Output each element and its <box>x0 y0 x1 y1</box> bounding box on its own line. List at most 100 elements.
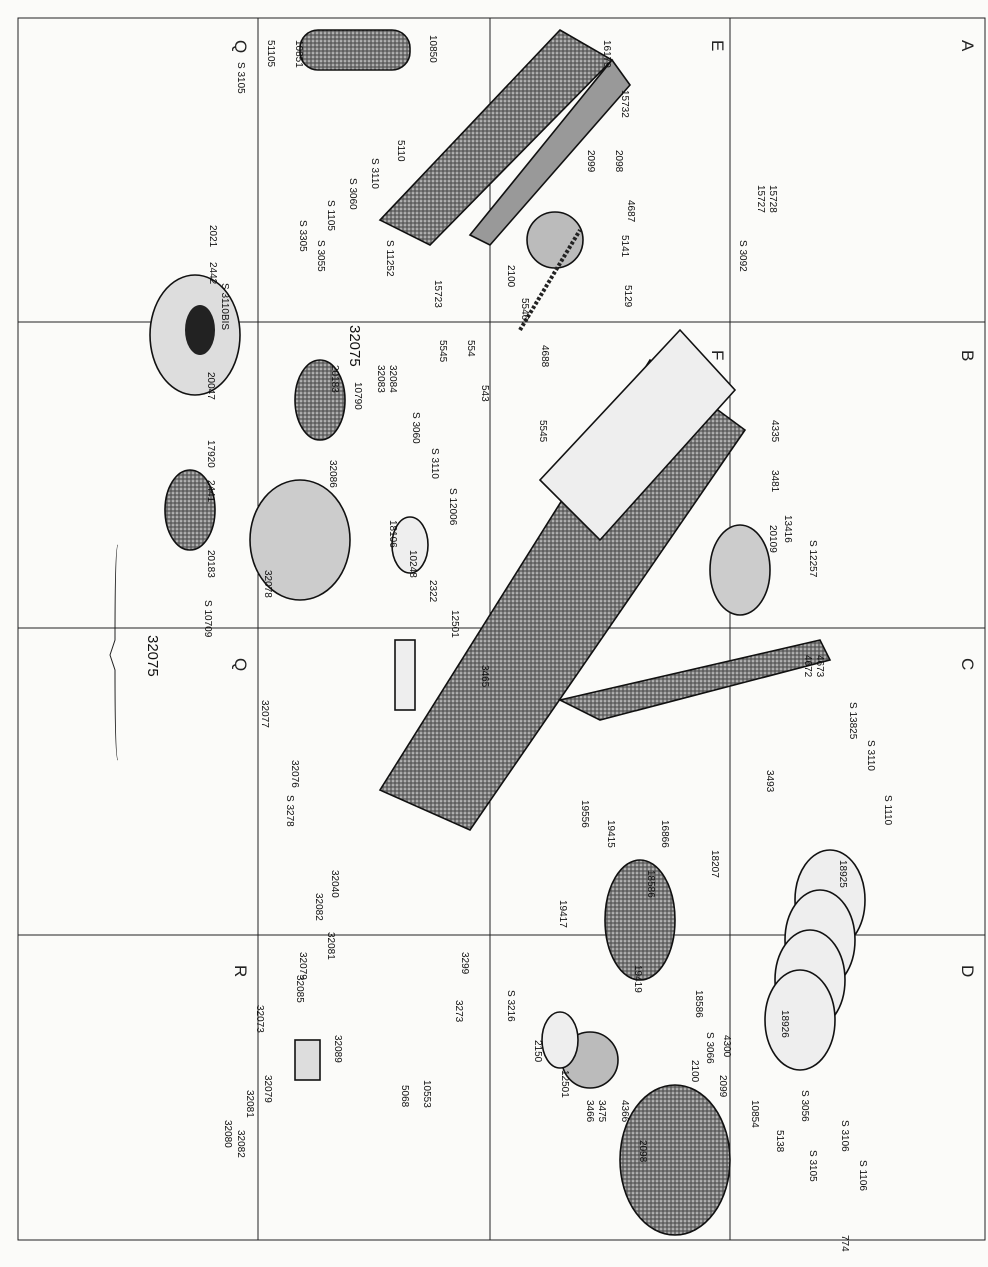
part-number-label: S 3216 <box>505 990 516 1022</box>
part-number-label: 4335 <box>769 420 780 443</box>
part-number-label: S 3066 <box>704 1032 715 1064</box>
part-number-label: 2099 <box>717 1075 728 1098</box>
bearing <box>541 1011 579 1069</box>
grid-letter: E <box>708 40 727 51</box>
part-number-label: 5129 <box>622 285 633 308</box>
part-number-label: 32085 <box>294 975 305 1003</box>
part-number-label: 2100 <box>505 265 516 288</box>
part-number-label: 3493 <box>764 770 775 793</box>
part-number-label: 32078 <box>262 570 273 598</box>
brake-shoe <box>294 359 346 441</box>
part-number-label: 19417 <box>557 900 568 928</box>
part-number-label: 2021 <box>207 225 218 248</box>
grid-letter: F <box>708 350 727 360</box>
part-number-label: 19556 <box>579 800 590 828</box>
pulley <box>604 859 676 981</box>
part-number-label: 3475 <box>596 1100 607 1123</box>
part-number-label: 16179 <box>601 40 612 68</box>
part-number-label: 10851 <box>293 40 304 68</box>
part-number-label: S 3106 <box>839 1120 850 1152</box>
part-number-label: 20183 <box>329 365 340 393</box>
part-number-label: 18106 <box>387 520 398 548</box>
part-number-label: 5546 <box>519 298 530 321</box>
grid-letter: B <box>958 350 977 361</box>
part-number-label: 4673 <box>814 655 825 678</box>
part-number-label: 3466 <box>584 1100 595 1123</box>
assembly-label: 32075 <box>144 635 161 677</box>
part-number-label: S 3110 <box>865 740 876 771</box>
part-number-label: 2150 <box>532 1040 543 1063</box>
part-number-label: 543 <box>479 385 490 402</box>
part-number-label: 2098 <box>613 150 624 173</box>
part-number-label: 32081 <box>325 932 336 960</box>
bearing-2 <box>391 516 429 574</box>
part-number-label: 12501 <box>449 610 460 638</box>
part-number-label: 32040 <box>329 870 340 898</box>
shaft <box>394 639 416 711</box>
part-number-label: 32079 <box>297 952 308 980</box>
brake-shoe-2 <box>164 469 216 551</box>
part-number-label: 5138 <box>774 1130 785 1153</box>
part-number-label: 2441 <box>205 480 216 503</box>
part-number-label: S 3105 <box>235 62 246 94</box>
part-number-label: S 3110BIS <box>219 283 230 330</box>
side-cover-disc <box>619 1084 731 1236</box>
part-number-label: 32076 <box>289 760 300 788</box>
brake-drum-hub <box>185 305 215 355</box>
part-number-label: 16866 <box>659 820 670 848</box>
part-number-label: 15723 <box>432 280 443 308</box>
part-number-label: 18925 <box>837 860 848 888</box>
part-number-label: S 3305 <box>297 220 308 252</box>
part-number-label: 2100 <box>689 1060 700 1083</box>
part-number-label: S 1110 <box>882 795 893 826</box>
lower-arm <box>557 639 832 721</box>
part-number-label: S 3060 <box>347 178 358 210</box>
part-number-label: 15728 <box>767 185 778 213</box>
housing-frame <box>538 328 737 542</box>
part-number-label: 10850 <box>427 35 438 63</box>
part-number-label: 32083 <box>375 365 386 393</box>
grid-letter: C <box>958 658 977 670</box>
part-number-label: 19419 <box>632 965 643 993</box>
grid-letter: D <box>958 965 977 977</box>
part-number-label: 3299 <box>459 952 470 975</box>
part-number-label: 32082 <box>235 1130 246 1158</box>
part-number-label: S 12006 <box>447 488 458 526</box>
grid-letter: A <box>958 40 977 52</box>
part-number-label: 32079 <box>262 1075 273 1103</box>
part-number-label: 15732 <box>619 90 630 118</box>
part-number-label: 51105 <box>265 40 276 68</box>
part-number-label: S 3278 <box>284 795 295 827</box>
part-number-label: 3273 <box>453 1000 464 1023</box>
part-number-label: 4672 <box>802 655 813 678</box>
part-number-label: 2322 <box>427 580 438 603</box>
part-number-label: 5068 <box>399 1085 410 1108</box>
part-number-label: 32075 <box>346 325 363 367</box>
cover-gasket <box>468 58 632 246</box>
part-number-label: 2099 <box>585 150 596 173</box>
part-number-label: S 3055 <box>315 240 326 272</box>
part-number-label: 5545 <box>537 420 548 443</box>
part-number-label: 32082 <box>313 893 324 921</box>
part-number-label: S 3056 <box>799 1090 810 1122</box>
part-number-label: 5545 <box>437 340 448 363</box>
part-number-label: 32089 <box>332 1035 343 1063</box>
spring-discs <box>764 849 866 1071</box>
part-number-label: 774 <box>839 1235 850 1252</box>
cylinder-32073 <box>294 1039 321 1081</box>
part-number-label: 3465 <box>479 665 490 688</box>
part-number-label: 18586 <box>693 990 704 1018</box>
part-number-label: 32080 <box>222 1120 233 1148</box>
part-number-label: S 10709 <box>202 600 213 638</box>
part-number-label: 2098 <box>637 1140 648 1163</box>
part-number-label: 20109 <box>767 525 778 553</box>
part-number-label: 20047 <box>205 372 216 400</box>
part-number-label: 18207 <box>709 850 720 878</box>
part-number-label: 5110 <box>395 140 406 162</box>
part-number-label: 32073 <box>254 1005 265 1033</box>
part-number-label: 10790 <box>352 382 363 410</box>
part-number-label: S 13825 <box>847 702 858 740</box>
bearing-flange <box>709 524 771 616</box>
